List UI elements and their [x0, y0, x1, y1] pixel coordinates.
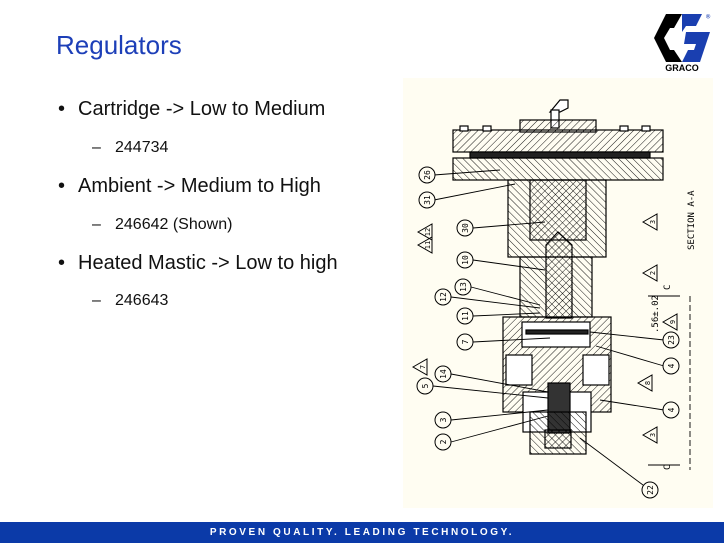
note-triangle: 12 — [416, 223, 433, 241]
balloon-number: 4 — [667, 407, 676, 412]
callout-balloon: 5 — [416, 377, 434, 395]
balloon-number: 4 — [667, 363, 676, 368]
note-triangle: 3 — [641, 426, 658, 444]
note-triangle: 8 — [636, 374, 653, 392]
bullet-text: Cartridge -> Low to Medium — [78, 98, 326, 120]
cut-marker-bottom: C — [663, 465, 673, 470]
bullet-heated-mastic: • Heated Mastic -> Low to high — [58, 252, 338, 275]
balloon-number: 12 — [439, 292, 448, 302]
sub-bullet-246643: –246643 — [92, 292, 168, 310]
balloon-number: 14 — [439, 369, 448, 379]
callout-balloon: 4 — [662, 401, 680, 419]
bullet-dot: • — [58, 175, 66, 197]
callout-balloon: 11 — [456, 307, 474, 325]
sub-bullet-text: 244734 — [115, 139, 169, 156]
sub-bullet-text: 246642 (Shown) — [115, 216, 233, 233]
balloon-number: 31 — [423, 195, 432, 205]
slide-title: Regulators — [56, 30, 182, 60]
callout-balloon: 13 — [454, 278, 472, 296]
callout-balloon: 23 — [662, 331, 680, 349]
callout-balloon: 7 — [456, 333, 474, 351]
registered-mark: ® — [706, 13, 711, 21]
triangle-number: 7 — [419, 365, 427, 369]
triangle-number: 11 — [424, 241, 432, 249]
balloon-number: 26 — [423, 170, 432, 180]
note-triangle: 3 — [641, 213, 658, 231]
dimension-label: .56±.02 — [651, 295, 661, 333]
balloon-number: 7 — [461, 339, 470, 344]
balloon-number: 23 — [667, 335, 676, 345]
balloon-number: 11 — [461, 311, 470, 321]
graco-logo: ® GRACO — [652, 10, 712, 73]
bullet-cartridge: • Cartridge -> Low to Medium — [58, 98, 325, 121]
bullet-dot: • — [58, 98, 66, 120]
balloon-number: 5 — [421, 383, 430, 388]
callout-balloon: 2 — [434, 433, 452, 451]
sub-bullet-text: 246643 — [115, 292, 169, 309]
bullet-dot: • — [58, 252, 66, 274]
callout-balloon: 22 — [641, 481, 659, 499]
triangle-number: 3 — [649, 433, 657, 437]
triangle-number: 12 — [424, 228, 432, 236]
balloon-number: 3 — [439, 417, 448, 422]
callout-balloon: 30 — [456, 219, 474, 237]
dash: – — [92, 216, 101, 233]
callout-balloon: 12 — [434, 288, 452, 306]
note-triangle: 2 — [641, 264, 658, 282]
footer-tagline: PROVEN QUALITY. LEADING TECHNOLOGY. — [0, 522, 724, 543]
callout-balloon: 3 — [434, 411, 452, 429]
sub-bullet-244734: –244734 — [92, 139, 168, 157]
triangle-number: 3 — [649, 220, 657, 224]
logo-text: GRACO — [665, 63, 699, 72]
cut-marker-top: C — [663, 285, 673, 290]
bullet-ambient: • Ambient -> Medium to High — [58, 175, 321, 198]
balloon-number: 30 — [461, 223, 470, 233]
note-triangle: 11 — [416, 236, 433, 254]
triangle-number: 8 — [644, 381, 652, 385]
balloon-number: 2 — [439, 439, 448, 444]
dash: – — [92, 292, 101, 309]
regulator-body — [452, 99, 664, 455]
triangle-number: 9 — [669, 320, 677, 324]
dash: – — [92, 139, 101, 156]
bullet-text: Ambient -> Medium to High — [78, 175, 321, 197]
sub-bullet-246642: –246642 (Shown) — [92, 216, 232, 234]
balloon-number: 22 — [646, 485, 655, 495]
callout-balloon: 14 — [434, 365, 452, 383]
leader-lines — [432, 169, 691, 486]
callout-balloon: 31 — [418, 191, 436, 209]
balloon-number: 13 — [459, 282, 468, 292]
callout-balloon: 10 — [456, 251, 474, 269]
balloon-number: 10 — [461, 255, 470, 265]
note-triangle: 9 — [661, 313, 678, 331]
triangle-number: 2 — [649, 271, 657, 275]
callout-balloon: 26 — [418, 166, 436, 184]
callout-balloon: 4 — [662, 357, 680, 375]
note-triangle: 7 — [411, 358, 428, 376]
section-label: SECTION A-A — [687, 190, 697, 250]
bullet-text: Heated Mastic -> Low to high — [78, 252, 338, 274]
